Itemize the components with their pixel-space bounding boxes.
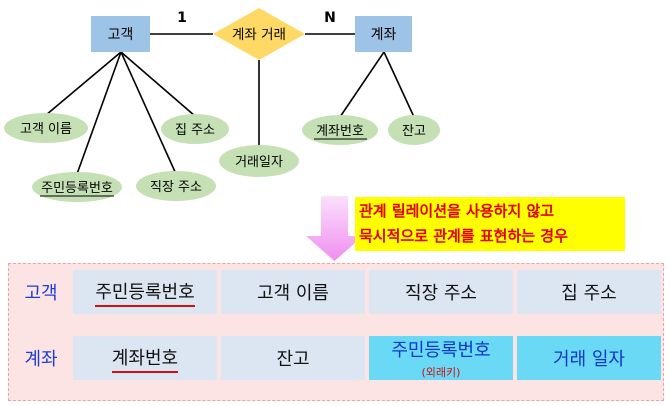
cardinality-left: 1 <box>177 10 187 26</box>
account-table-row: 계좌 계좌번호 잔고 주민등록번호 (외래키) 거래 일자 <box>9 336 665 380</box>
attr-customer-home-address-label: 집 주소 <box>175 123 215 138</box>
relationship-diamond <box>213 8 305 60</box>
account-cell-balance: 잔고 <box>221 336 365 380</box>
customer-cell-name-text: 고객 이름 <box>257 283 329 304</box>
note-line-2: 묵시적으로 관계를 표현하는 경우 <box>359 227 568 245</box>
entity-customer-label: 고객 <box>108 27 134 43</box>
attr-balance <box>388 115 440 145</box>
attr-balance-label: 잔고 <box>402 124 426 139</box>
attr-customer-work-address-label: 직장 주소 <box>150 180 202 195</box>
customer-cell-home-address: 집 주소 <box>517 270 661 314</box>
connector-lines <box>45 33 415 175</box>
attr-transaction-date-label: 거래일자 <box>235 155 283 170</box>
customer-table-label: 고객 <box>24 283 58 304</box>
attr-account-number <box>302 115 378 145</box>
attr-customer-work-address <box>136 171 216 201</box>
relationship-label: 계좌 거래 <box>232 27 286 43</box>
entity-customer <box>91 16 150 52</box>
note-line-1: 관계 릴레이션을 사용하지 않고 <box>359 202 555 220</box>
attr-customer-rrn-label: 주민등록번호 <box>41 181 113 196</box>
account-table-label: 계좌 <box>24 349 58 370</box>
foreign-key-note: (외래키) <box>421 366 461 379</box>
down-arrow-icon <box>306 196 363 261</box>
account-cell-transaction-date-text: 거래 일자 <box>553 349 625 370</box>
attr-customer-home-address <box>161 114 229 144</box>
customer-cell-rrn: 주민등록번호 <box>73 270 217 314</box>
entity-account-label: 계좌 <box>371 27 397 43</box>
attr-customer-name-label: 고객 이름 <box>20 122 72 137</box>
customer-cell-name: 고객 이름 <box>221 270 365 314</box>
account-cell-number: 계좌번호 <box>73 336 217 380</box>
attr-customer-name <box>4 113 88 143</box>
entity-account <box>355 16 412 52</box>
attr-customer-rrn <box>32 172 122 202</box>
er-diagram: 고객 계좌 계좌 거래 1 N 고객 이름 주민등록번호 직장 주소 집 주소 … <box>4 8 440 261</box>
account-cell-foreign-key: 주민등록번호 (외래키) <box>369 336 513 380</box>
account-cell-transaction-date: 거래 일자 <box>517 336 661 380</box>
customer-table-row: 고객 주민등록번호 고객 이름 직장 주소 집 주소 <box>9 270 665 314</box>
note-box: 관계 릴레이션을 사용하지 않고 묵시적으로 관계를 표현하는 경우 <box>355 197 625 251</box>
attr-transaction-date <box>219 145 299 177</box>
attr-account-number-label: 계좌번호 <box>316 124 364 139</box>
cardinality-right: N <box>324 10 336 26</box>
customer-cell-home-address-text: 집 주소 <box>561 283 617 304</box>
account-cell-number-text: 계좌번호 <box>111 344 179 373</box>
account-cell-foreign-key-text: 주민등록번호 <box>391 340 491 361</box>
customer-cell-rrn-text: 주민등록번호 <box>95 278 195 307</box>
customer-cell-work-address-text: 직장 주소 <box>405 283 477 304</box>
relation-tables-panel: 고객 주민등록번호 고객 이름 직장 주소 집 주소 계좌 계좌번호 잔고 주민… <box>8 263 664 401</box>
customer-cell-work-address: 직장 주소 <box>369 270 513 314</box>
account-cell-balance-text: 잔고 <box>276 349 310 370</box>
